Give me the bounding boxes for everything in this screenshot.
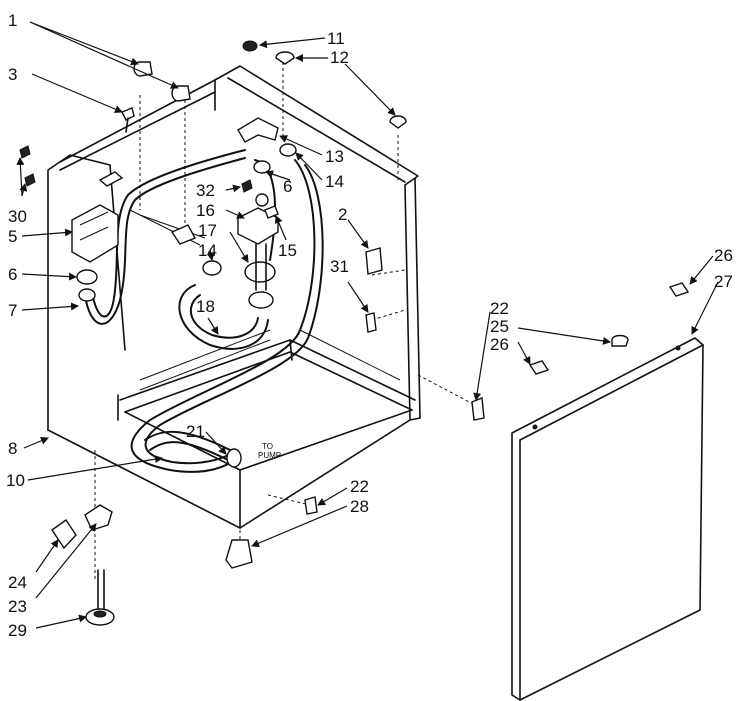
callout-23: 23 xyxy=(8,597,27,616)
callout-16: 16 xyxy=(196,201,215,220)
washer-part-6b xyxy=(76,269,98,285)
callout-7: 7 xyxy=(8,301,17,320)
parts xyxy=(19,40,690,626)
ring-part-17 xyxy=(244,261,276,283)
screw-part-32 xyxy=(241,179,253,193)
bracket-part-23 xyxy=(84,504,113,531)
fitting-part-15 xyxy=(264,205,279,219)
screw-part-30b xyxy=(24,173,36,187)
clip-part-22a xyxy=(304,496,318,515)
leader-lines xyxy=(16,21,719,629)
clip-part-1b xyxy=(171,85,191,102)
callout-2: 2 xyxy=(338,205,347,224)
callout-25: 25 xyxy=(490,317,509,336)
clamp-part-14a xyxy=(279,143,297,157)
callout-27: 27 xyxy=(714,272,733,291)
callout-29: 29 xyxy=(8,621,27,640)
washer-part-6a xyxy=(253,160,271,174)
clip-part-24 xyxy=(51,519,77,550)
elbow-part-13 xyxy=(237,117,279,143)
callout-24: 24 xyxy=(8,573,27,592)
callout-26a: 26 xyxy=(490,335,509,354)
callout-17: 17 xyxy=(198,221,217,240)
screw-part-30a xyxy=(19,145,31,159)
callout-21: 21 xyxy=(186,422,205,441)
pad-part-26a xyxy=(668,282,690,297)
spring-part-31 xyxy=(365,312,377,333)
cabinet xyxy=(47,62,476,580)
callout-12: 12 xyxy=(330,48,349,67)
callout-18: 18 xyxy=(196,297,215,316)
pad-part-26b xyxy=(528,360,550,375)
bracket-part-2 xyxy=(365,247,383,275)
callout-1: 1 xyxy=(8,11,17,30)
callout-15: 15 xyxy=(278,241,297,260)
callout-6b: 6 xyxy=(8,265,17,284)
clamp-part-21 xyxy=(226,448,242,468)
callout-10: 10 xyxy=(6,471,25,490)
callout-14b: 14 xyxy=(198,241,217,260)
note-pump: PUMP xyxy=(258,451,281,460)
clip-part-22b xyxy=(471,397,485,421)
callout-22a: 22 xyxy=(350,477,369,496)
callout-13: 13 xyxy=(325,147,344,166)
callout-26b: 26 xyxy=(714,246,733,265)
callout-labels: 1 3 11 12 13 14 6 32 16 15 17 14 2 31 30… xyxy=(6,11,733,640)
callout-32: 32 xyxy=(196,181,215,200)
callout-5: 5 xyxy=(8,227,17,246)
callout-3: 3 xyxy=(8,65,17,84)
callout-11: 11 xyxy=(327,29,345,48)
rear-panel-part-27 xyxy=(511,337,704,701)
callout-30: 30 xyxy=(8,207,27,226)
plug-part-12a xyxy=(275,51,295,65)
callout-28: 28 xyxy=(350,497,369,516)
screw-part-3 xyxy=(121,107,135,121)
foot-part-25 xyxy=(611,334,629,347)
note-to: TO xyxy=(262,442,273,451)
nut-part-11 xyxy=(242,40,258,52)
callout-8: 8 xyxy=(8,439,17,458)
callout-14a: 14 xyxy=(325,172,344,191)
plug-part-12b xyxy=(389,115,407,129)
callout-22b: 22 xyxy=(490,299,509,318)
foot-part-28 xyxy=(225,539,253,569)
callout-6a: 6 xyxy=(283,177,292,196)
clamp-part-14b xyxy=(202,260,222,276)
connector-part-7 xyxy=(78,288,96,302)
callout-31: 31 xyxy=(330,257,349,276)
